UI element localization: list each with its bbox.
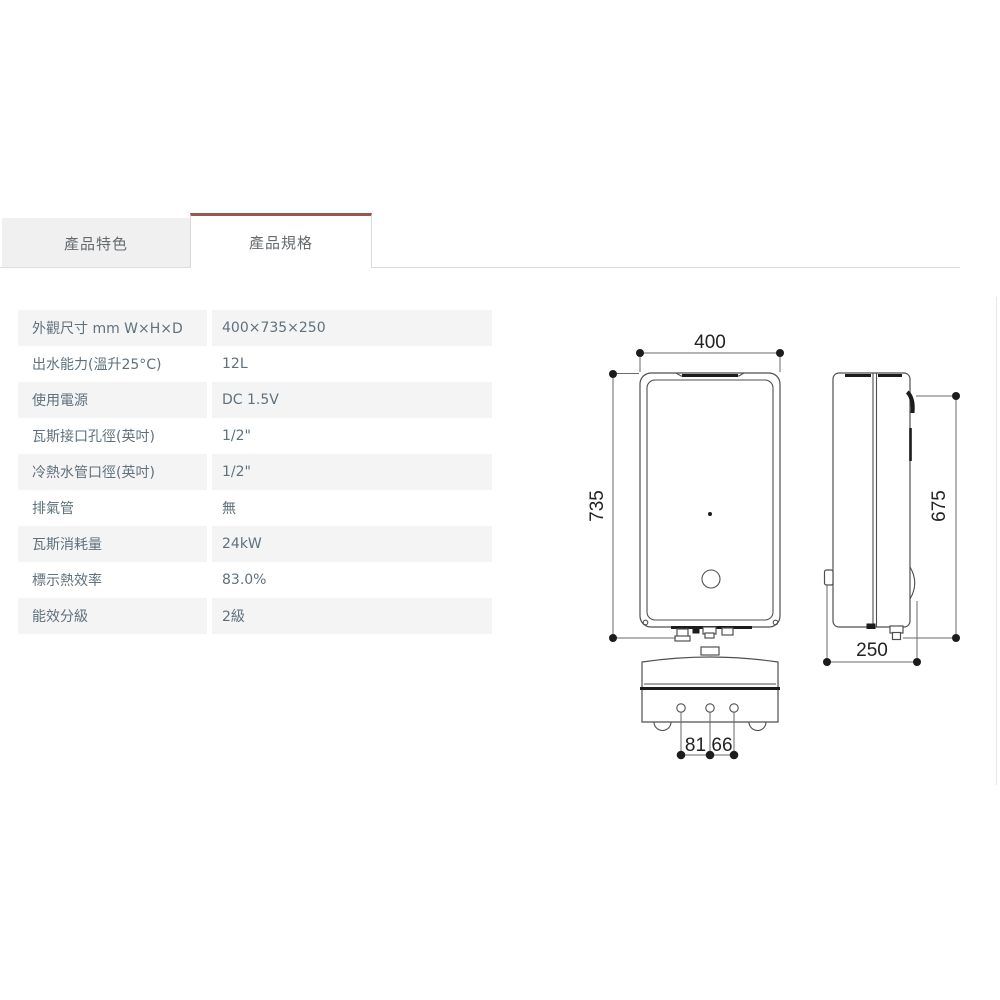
spec-label: 出水能力(溫升25°C) <box>32 357 162 373</box>
dim-front-height: 735 <box>587 370 676 642</box>
front-pilot-dot <box>708 512 712 516</box>
dim-side-depth: 250 <box>823 585 921 666</box>
dim-front-width: 400 <box>636 332 784 372</box>
content-right-border <box>996 297 997 785</box>
spec-label: 排氣管 <box>32 501 74 517</box>
spec-label: 外觀尺寸 mm W×H×D <box>32 321 183 337</box>
spec-label: 瓦斯消耗量 <box>32 537 102 553</box>
tab-product-features[interactable]: 產品特色 <box>2 218 190 268</box>
spec-label: 標示熱效率 <box>32 573 102 589</box>
spec-value: 無 <box>222 501 236 517</box>
spec-row: 排氣管 無 <box>18 490 492 526</box>
side-bottom-dark-fitting <box>866 623 876 629</box>
side-pipe-bulge <box>909 566 916 600</box>
spec-row: 冷熱水管口徑(英吋) 1/2" <box>18 454 492 490</box>
spec-value: 83.0% <box>222 572 267 588</box>
spec-row: 出水能力(溫升25°C) 12L <box>18 346 492 382</box>
bottom-tab <box>700 646 720 656</box>
side-left-bracket <box>823 569 834 586</box>
spec-label: 能效分級 <box>32 609 88 625</box>
spec-row: 外觀尺寸 mm W×H×D 400×735×250 <box>18 310 492 346</box>
dim-side-height: 675 <box>903 392 960 642</box>
dim-label-81: 81 <box>685 735 706 756</box>
bottom-foot-left <box>653 721 672 731</box>
front-fitting-right <box>721 627 734 636</box>
front-inner-panel <box>646 379 774 621</box>
dim-label-400: 400 <box>694 332 726 353</box>
front-control-knob <box>701 569 721 589</box>
dim-port-pitch: 81 66 <box>676 712 739 760</box>
bottom-view <box>640 646 780 731</box>
spec-label: 冷熱水管口徑(英吋) <box>32 465 155 481</box>
dim-label-735: 735 <box>587 490 608 522</box>
side-mount-bracket <box>906 390 915 413</box>
side-view <box>823 372 916 641</box>
tab-product-specs-label: 產品規格 <box>248 233 313 252</box>
front-water-pipe-flange <box>674 635 691 642</box>
tabbar-underline-left <box>0 267 190 268</box>
dim-label-675: 675 <box>929 490 950 522</box>
spec-row: 標示熱效率 83.0% <box>18 562 492 598</box>
spec-row: 使用電源 DC 1.5V <box>18 382 492 418</box>
dimension-drawing: 400 735 81 66 <box>587 332 960 760</box>
side-body <box>832 372 911 628</box>
spec-label: 使用電源 <box>32 393 88 409</box>
spec-label: 瓦斯接口孔徑(英吋) <box>32 429 155 445</box>
spec-row: 能效分級 2級 <box>18 598 492 634</box>
front-fitting-dark <box>692 627 700 634</box>
spec-value: DC 1.5V <box>222 392 279 408</box>
dim-label-66: 66 <box>711 735 732 756</box>
spec-table: 外觀尺寸 mm W×H×D 400×735×250 出水能力(溫升25°C) 1… <box>18 310 492 634</box>
spec-value: 400×735×250 <box>222 320 326 336</box>
front-screw-left <box>642 619 649 626</box>
front-outer-case <box>639 372 781 628</box>
front-view <box>639 372 781 642</box>
side-valve-lower <box>891 631 902 641</box>
tabbar-underline-right <box>372 267 960 268</box>
dim-label-250: 250 <box>856 640 888 661</box>
spec-row: 瓦斯消耗量 24kW <box>18 526 492 562</box>
front-gas-valve-lower <box>704 632 715 639</box>
front-screw-right <box>772 619 779 626</box>
bottom-foot-right <box>748 721 767 731</box>
spec-row: 瓦斯接口孔徑(英吋) 1/2" <box>18 418 492 454</box>
spec-value: 1/2" <box>222 428 251 444</box>
spec-value: 1/2" <box>222 464 251 480</box>
tab-product-specs[interactable]: 產品規格 <box>190 213 372 268</box>
spec-value: 12L <box>222 356 248 372</box>
spec-value: 2級 <box>222 609 245 625</box>
spec-value: 24kW <box>222 536 262 552</box>
side-edge-detail <box>909 428 912 461</box>
tab-product-features-label: 產品特色 <box>63 234 128 253</box>
